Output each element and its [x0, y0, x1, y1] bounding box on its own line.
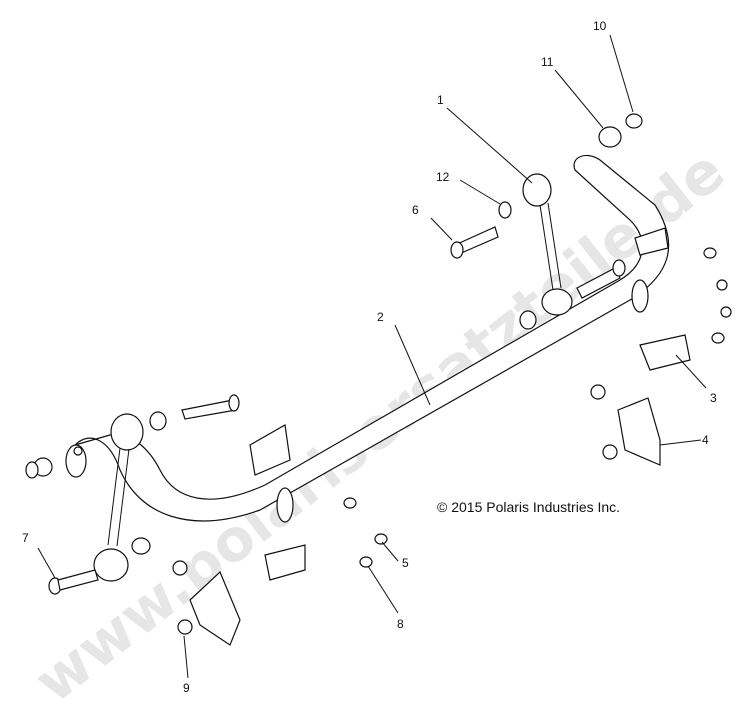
- callout-7: 7: [22, 531, 29, 545]
- clamp-group: [189, 397, 661, 646]
- callout-1: 1: [437, 93, 444, 107]
- fastener-group: [25, 113, 732, 635]
- callout-2: 2: [377, 310, 384, 324]
- sway-bar: [65, 155, 670, 523]
- callout-8: 8: [397, 617, 404, 631]
- leader-lines: [37, 34, 707, 679]
- end-link-left: [93, 394, 240, 582]
- callout-10: 10: [593, 19, 607, 33]
- bushing-group: [249, 227, 691, 581]
- callout-labels: 1 2 3 4 5 6 7 8 9 10 11 12: [22, 19, 717, 695]
- callout-11: 11: [541, 55, 554, 69]
- callout-5: 5: [402, 556, 409, 570]
- copyright-text: © 2015 Polaris Industries Inc.: [437, 499, 620, 515]
- callout-3: 3: [710, 391, 717, 405]
- callout-6: 6: [412, 203, 419, 217]
- callout-12: 12: [436, 170, 450, 184]
- callout-4: 4: [702, 433, 709, 447]
- end-link-right: [519, 173, 626, 330]
- callout-9: 9: [183, 681, 190, 695]
